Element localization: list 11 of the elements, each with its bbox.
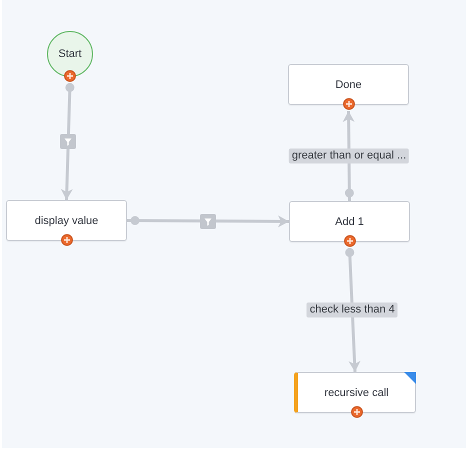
- node-label: Add 1: [335, 216, 364, 228]
- arrow: [345, 248, 360, 372]
- node-label: display value: [34, 214, 98, 226]
- arrow: [60, 82, 74, 200]
- node-label: Start: [58, 48, 82, 60]
- arrow: [342, 110, 355, 202]
- arrow: [127, 215, 289, 228]
- edge-label: check less than 4: [306, 302, 398, 318]
- node-label: Done: [335, 78, 362, 90]
- edge-label: greater than or equal ...: [288, 148, 410, 164]
- node-label: recursive call: [324, 386, 389, 398]
